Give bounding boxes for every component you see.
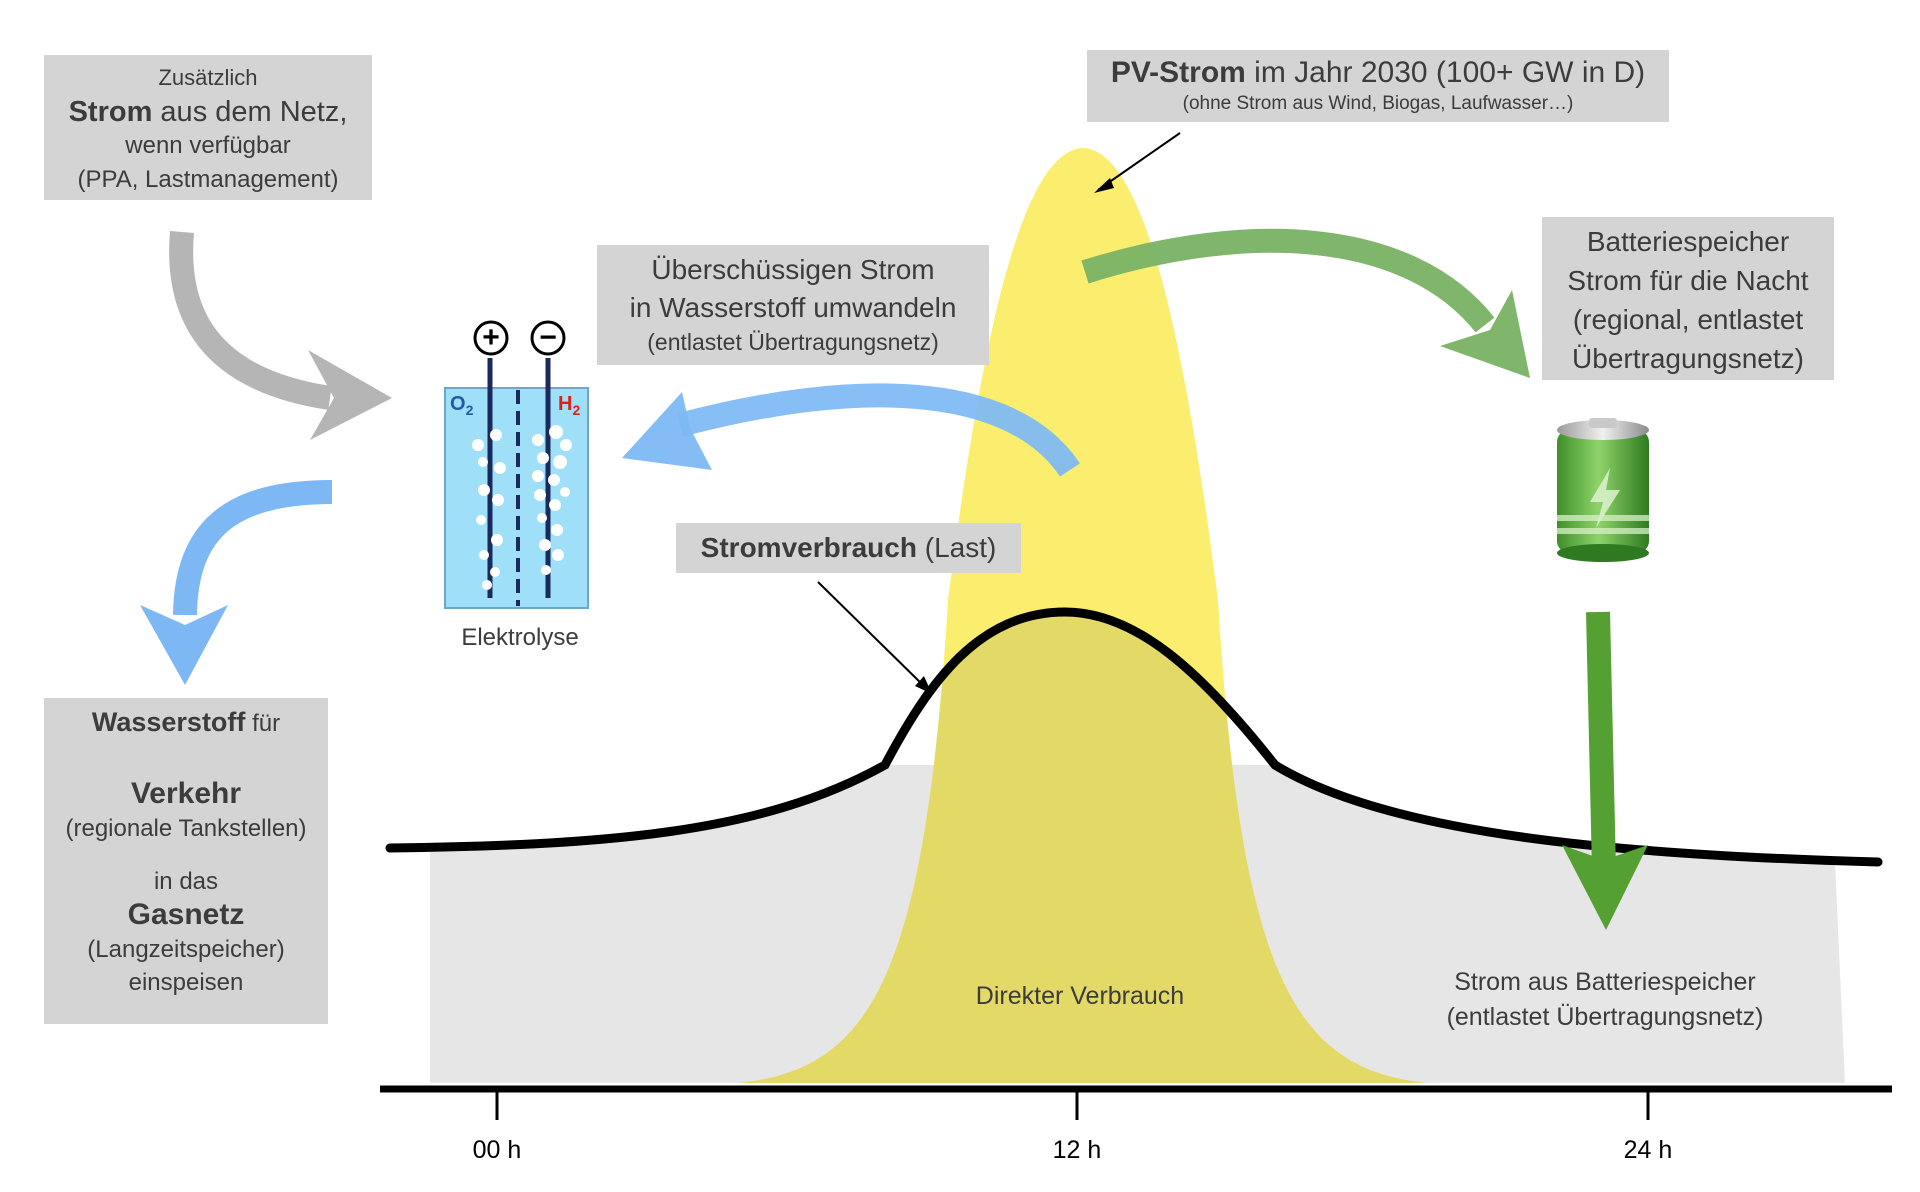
grid-supply-arrowhead	[308, 350, 392, 440]
tick-label-12h: 12 h	[1052, 1136, 1102, 1164]
minus-sign: −	[539, 321, 557, 354]
surplus-box: Überschüssigen Strom in Wasserstoff umwa…	[597, 245, 989, 365]
pv-title-strong: PV-Strom	[1110, 56, 1246, 89]
hydrogen-line6: (Langzeitspeicher)	[87, 936, 285, 963]
plus-sign: +	[482, 321, 500, 354]
grid-supply-box: Zusätzlich Strom aus dem Netz, wenn verf…	[44, 55, 372, 200]
battery-supply-line1: Strom aus Batteriespeicher	[1454, 968, 1756, 996]
pv-pointer-line	[1097, 132, 1181, 191]
battery-storage-box: Batteriespeicher Strom für die Nacht (re…	[1542, 217, 1834, 380]
hydrogen-output-arrow	[173, 480, 333, 616]
tick-label-00h: 00 h	[472, 1136, 522, 1164]
battery-line2: Strom für die Nacht	[1567, 265, 1809, 296]
pv-pointer-head	[1094, 178, 1114, 193]
battery-discharge-arrow	[1586, 611, 1616, 871]
grid-supply-arrow	[169, 230, 332, 410]
h2-label: H2	[558, 393, 580, 418]
load-curve	[385, 607, 1883, 867]
pv-box: PV-Strom im Jahr 2030 (100+ GW in D) (oh…	[1087, 50, 1669, 122]
tick-label-24h: 24 h	[1623, 1136, 1673, 1164]
load-box: Stromverbrauch (Last)	[676, 523, 1021, 573]
surplus-line2: in Wasserstoff umwandeln	[629, 292, 957, 323]
pv-to-battery-arrow	[1081, 228, 1495, 333]
battery-line1: Batteriespeicher	[1586, 226, 1790, 257]
battery-discharge-arrowhead	[1562, 845, 1648, 930]
h2-subscript: 2	[572, 402, 581, 418]
hydrogen-line3: (regionale Tankstellen)	[65, 815, 307, 842]
surplus-line1: Überschüssigen Strom	[651, 254, 935, 285]
pv-to-battery-arrowhead	[1440, 290, 1530, 378]
load-pointer-head	[915, 676, 932, 694]
load-strong: Stromverbrauch	[700, 532, 917, 563]
h2-symbol: H	[558, 393, 573, 415]
hydrogen-gasgrid: Gasnetz	[127, 898, 245, 931]
hydrogen-box: Wasserstoff für Verkehr (regionale Tanks…	[44, 698, 328, 1024]
o2-symbol: O	[450, 393, 466, 415]
grid-supply-line4: (PPA, Lastmanagement)	[77, 166, 339, 193]
load-rest: (Last)	[916, 532, 997, 563]
electrolysis-label: Elektrolyse	[461, 624, 579, 651]
direct-use-label: Direkter Verbrauch	[975, 982, 1185, 1010]
o2-label: O2	[450, 393, 473, 418]
pv-subtitle: (ohne Strom aus Wind, Biogas, Laufwasser…	[1182, 93, 1574, 114]
hydrogen-output-arrowhead	[140, 605, 228, 685]
surplus-to-h2-arrow	[676, 383, 1080, 477]
o2-subscript: 2	[465, 402, 474, 418]
battery-supply-label: Strom aus Batteriespeicher (entlastet Üb…	[1380, 965, 1830, 1035]
load-pointer-line	[817, 581, 929, 691]
hydrogen-line7: einspeisen	[128, 969, 244, 996]
electrolyzer-icon	[444, 320, 589, 609]
hydrogen-traffic: Verkehr	[130, 777, 242, 810]
grid-supply-line3: wenn verfügbar	[125, 132, 291, 159]
hydrogen-strong: Wasserstoff	[91, 707, 246, 737]
surplus-to-h2-arrowhead	[622, 392, 712, 470]
battery-supply-line2: (entlastet Übertragungsnetz)	[1446, 1003, 1764, 1031]
grid-supply-line1: Zusätzlich	[158, 65, 258, 90]
pv-title-rest: im Jahr 2030 (100+ GW in D)	[1245, 56, 1646, 89]
hydrogen-for: für	[245, 710, 281, 737]
battery-icon	[1557, 418, 1649, 562]
hydrogen-line4: in das	[153, 868, 219, 895]
battery-line3: (regional, entlastet	[1572, 304, 1804, 335]
grid-supply-line2: aus dem Netz,	[152, 96, 348, 128]
surplus-line3: (entlastet Übertragungsnetz)	[647, 329, 939, 355]
grid-supply-strong: Strom	[68, 96, 153, 128]
battery-line4: Übertragungsnetz)	[1572, 343, 1804, 374]
